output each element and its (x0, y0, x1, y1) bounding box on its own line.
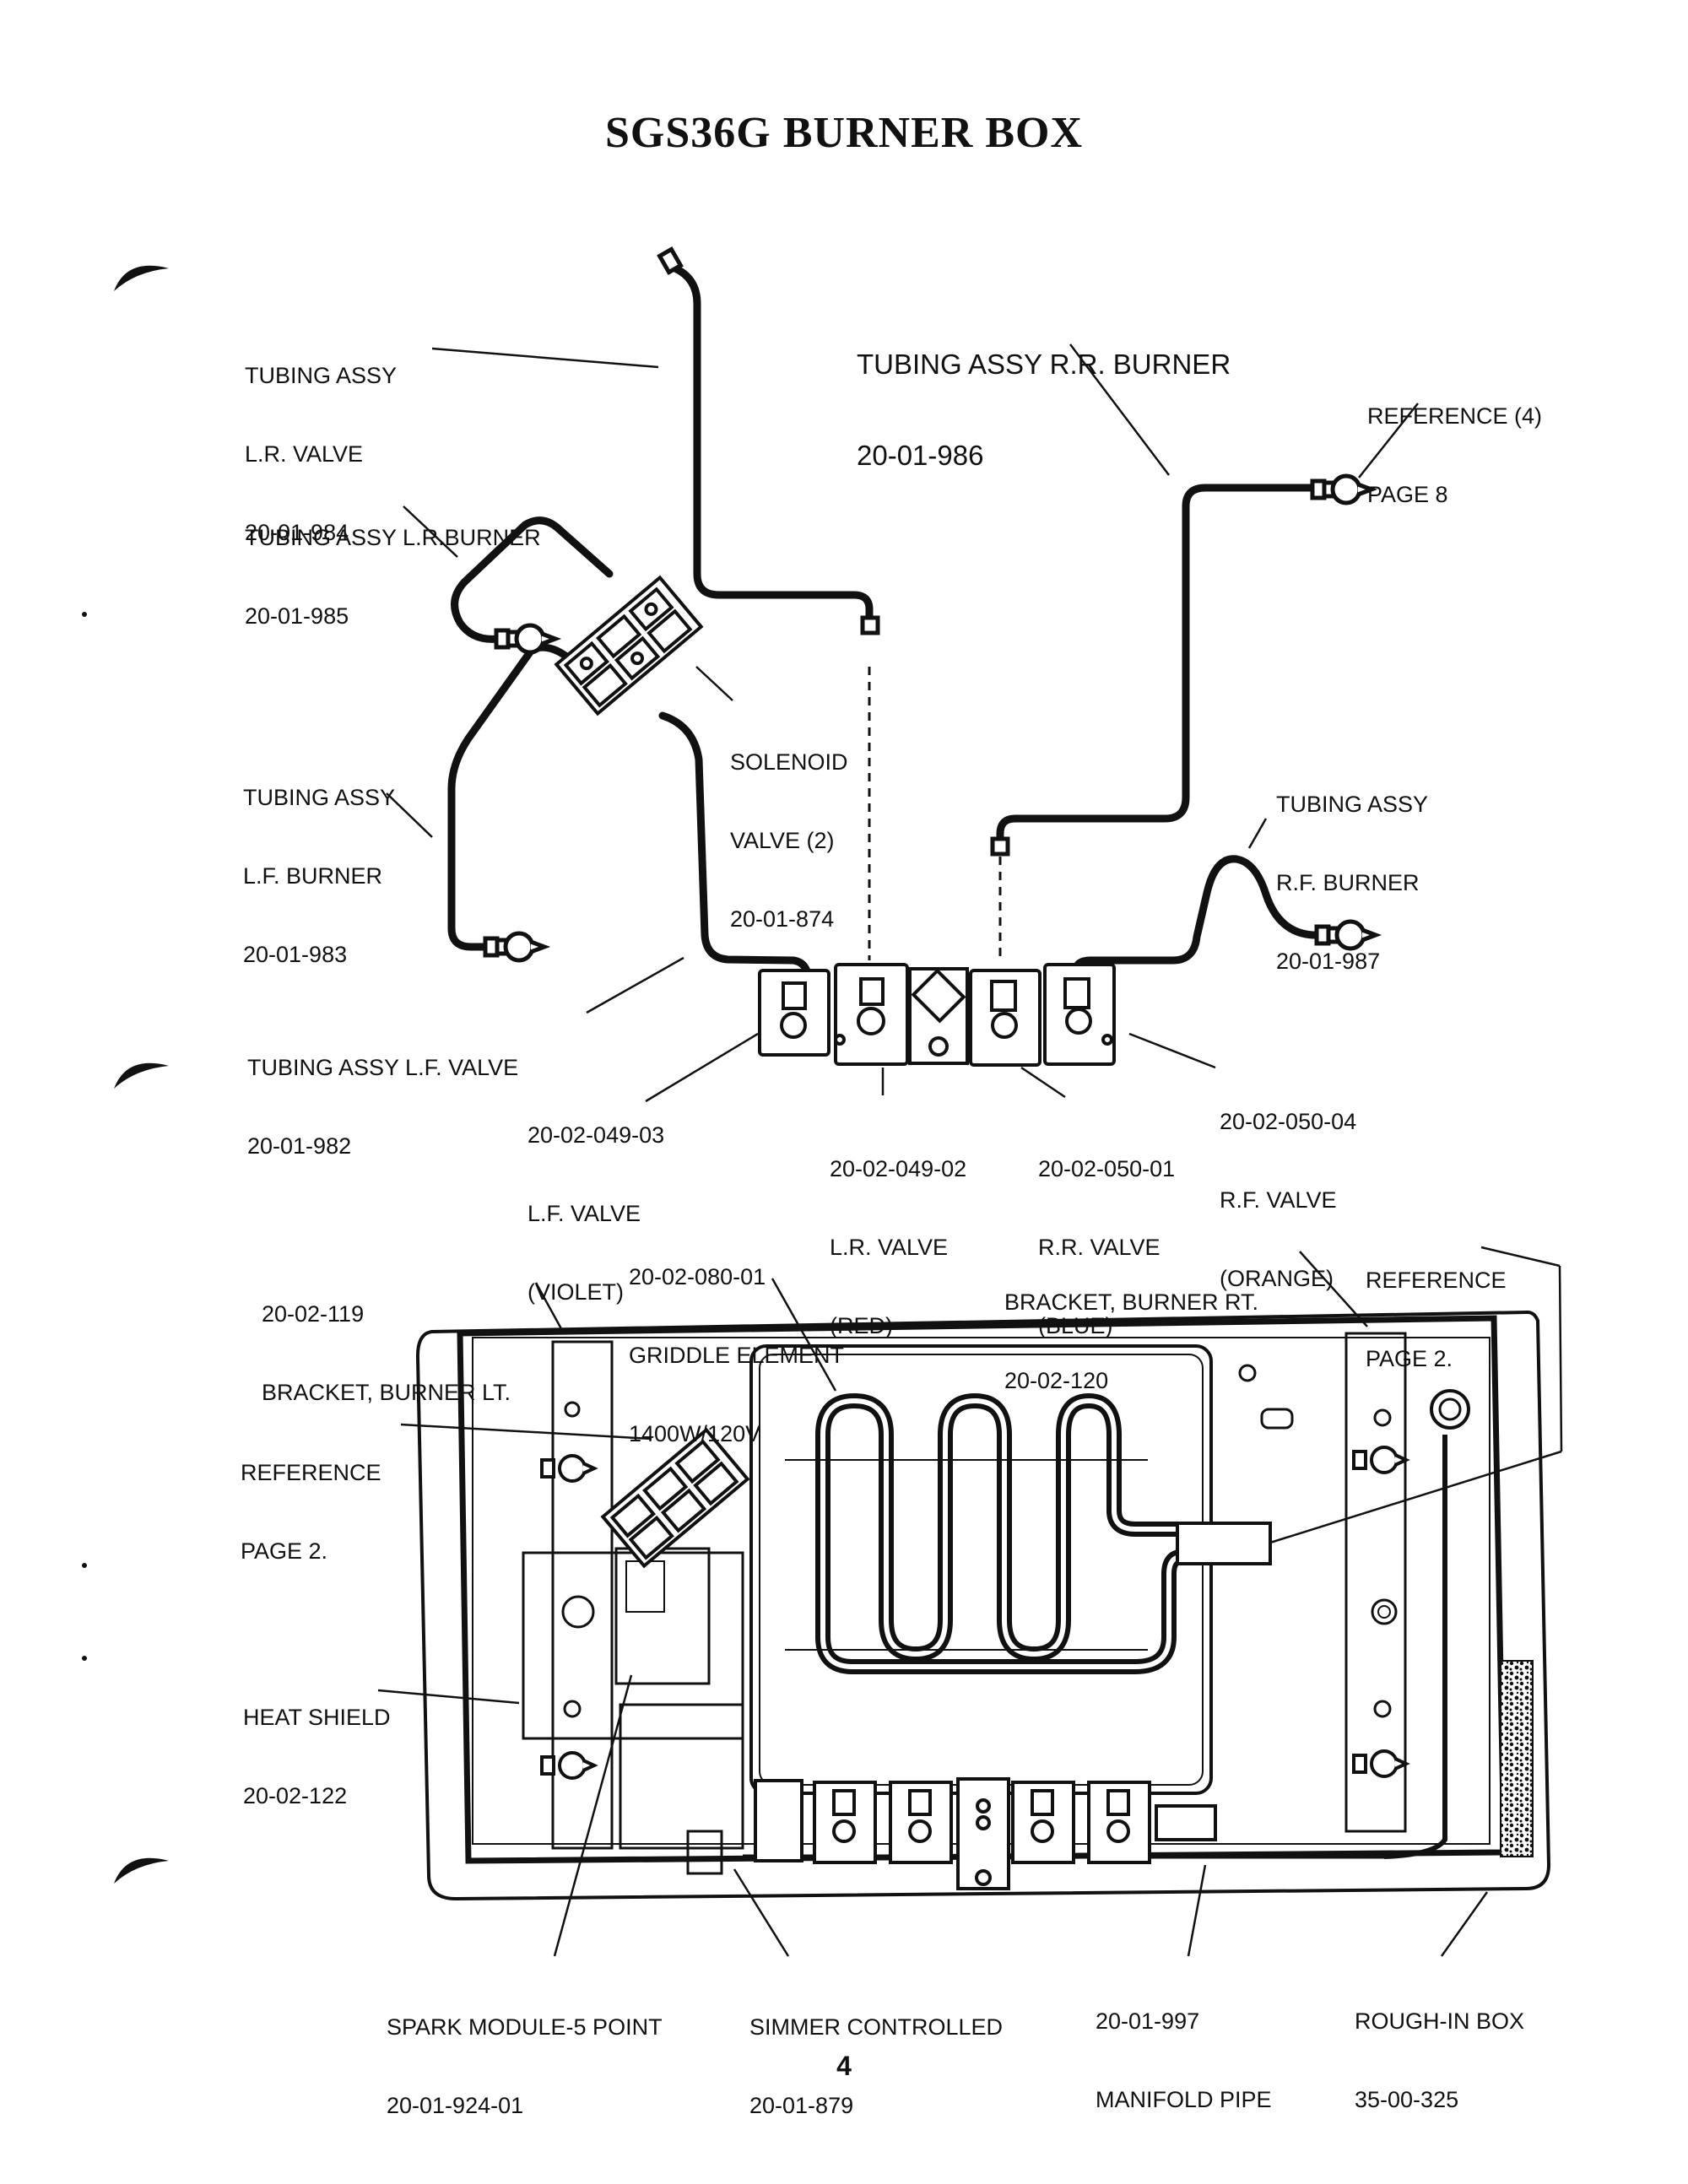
upper-tubing (447, 264, 1329, 983)
binder-marks (114, 265, 169, 1884)
label-reference-4: REFERENCE (4) PAGE 8 (1367, 403, 1543, 507)
bracket-fittings (540, 1446, 1410, 1780)
label-solenoid-valve: SOLENOID VALVE (2) 20-01-874 (730, 749, 848, 932)
lower-leaders (377, 1246, 1563, 1957)
page-title: SGS36G BURNER BOX (605, 109, 1083, 157)
label-bracket-rt: BRACKET, BURNER RT. 20-02-120 (1004, 1289, 1259, 1393)
label-tubing-lf-valve: TUBING ASSY L.F. VALVE 20-01-982 (247, 1055, 519, 1159)
label-manifold-pipe: 20-01-997 MANIFOLD PIPE (1096, 2008, 1272, 2112)
label-lr-valve: 20-02-049-02 L.R. VALVE (RED) (830, 1156, 967, 1338)
label-reference-page2-right: REFERENCE PAGE 2. (1366, 1268, 1507, 1371)
label-griddle-element: 20-02-080-01 GRIDDLE ELEMENT 1400W/120V (629, 1264, 845, 1446)
solenoid-valve-upper (554, 575, 704, 716)
label-tubing-rr-burner: TUBING ASSY R.R. BURNER 20-01-986 (857, 349, 1231, 471)
element-terminal (1176, 1522, 1272, 1565)
griddle-element-inner (820, 1398, 1182, 1669)
burner-fittings (483, 246, 1382, 963)
label-reference-page2-left: REFERENCE PAGE 2. (241, 1460, 381, 1564)
label-tubing-rf-burner: TUBING ASSY R.F. BURNER 20-01-987 (1276, 792, 1429, 974)
label-heat-shield: HEAT SHIELD 20-02-122 (243, 1705, 391, 1808)
rough-in-insulation (1500, 1660, 1534, 1857)
page-number: 4 (836, 2051, 852, 2081)
valve-row-lower (754, 1777, 1217, 1890)
label-lf-valve: 20-02-049-03 L.F. VALVE (VIOLET) (528, 1122, 665, 1305)
label-tubing-lr-valve: TUBING ASSY L.R. VALVE 20-01-984 (245, 363, 398, 545)
label-spark-module: SPARK MODULE-5 POINT 20-01-924-01 (387, 2014, 663, 2118)
label-tubing-lr-burner: TUBING ASSY L.R.BURNER 20-01-985 (245, 525, 541, 629)
label-rr-valve: 20-02-050-01 R.R. VALVE (BLUE) (1038, 1156, 1176, 1338)
upper-leaders (386, 343, 1419, 1103)
label-bracket-lt: 20-02-119 BRACKET, BURNER LT. (262, 1301, 511, 1405)
label-rf-valve: 20-02-050-04 R.F. VALVE (ORANGE) (1220, 1109, 1357, 1291)
valve-row-upper (758, 963, 1116, 1067)
solenoid-valve-lower (600, 1427, 750, 1569)
label-rough-in-box: ROUGH-IN BOX 35-00-325 (1355, 2008, 1525, 2112)
label-tubing-lf-burner: TUBING ASSY L.F. BURNER 20-01-983 (243, 785, 396, 967)
label-simmer-controlled: SIMMER CONTROLLED 20-01-879 (749, 2014, 1004, 2118)
